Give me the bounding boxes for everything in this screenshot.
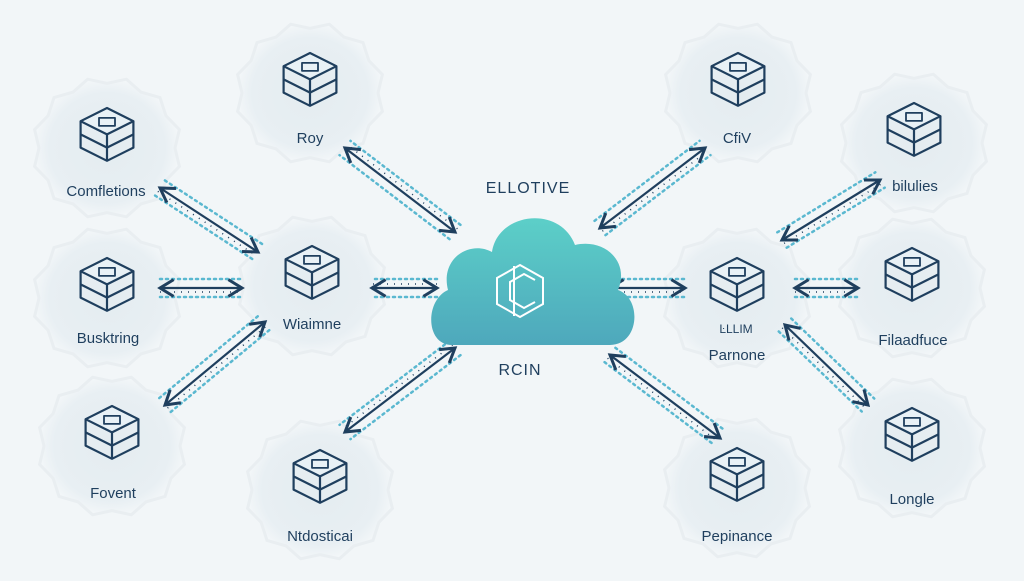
connector-dots bbox=[338, 339, 451, 427]
connector-dots bbox=[169, 327, 272, 414]
stacked-boxes-icon[interactable] bbox=[79, 106, 135, 162]
connector-fovent-wiaimne[interactable] bbox=[158, 313, 272, 414]
node-label-pepinance: Pepinance bbox=[701, 528, 773, 545]
connector-dots bbox=[338, 153, 451, 241]
arrowhead-start bbox=[162, 389, 182, 407]
cloud-shape bbox=[431, 218, 635, 345]
connector-dots-inner bbox=[157, 190, 257, 256]
connector-line bbox=[784, 324, 869, 406]
connector-line bbox=[344, 347, 456, 433]
arrowhead-start bbox=[597, 212, 617, 230]
connector-dots-inner bbox=[346, 144, 458, 230]
machine-icon[interactable] bbox=[709, 446, 765, 502]
arrowhead-end bbox=[342, 416, 362, 434]
connector-line bbox=[599, 147, 706, 229]
connector-dots bbox=[789, 317, 876, 400]
node-label-cfiv: CfiV bbox=[722, 130, 752, 147]
arrowhead-start bbox=[438, 216, 458, 234]
connector-line bbox=[164, 321, 266, 406]
node-label-busktring: Busktring bbox=[76, 330, 140, 347]
arrowhead-end bbox=[863, 178, 883, 195]
connector-line bbox=[159, 187, 259, 253]
connector-line bbox=[609, 354, 721, 439]
workstation-icon[interactable] bbox=[884, 406, 940, 462]
arrowhead-start bbox=[792, 278, 810, 298]
node-label-ntdosticai: Ntdosticai bbox=[287, 528, 353, 545]
logo-hexagon-icon bbox=[496, 263, 544, 319]
arrowhead-end bbox=[241, 236, 261, 254]
connector-line bbox=[344, 147, 456, 233]
arrowhead-start bbox=[607, 353, 627, 371]
node-label-roy: Roy bbox=[296, 130, 324, 147]
node-label-comfletions: Comfletions bbox=[66, 183, 146, 200]
server-rack-icon[interactable] bbox=[79, 256, 135, 312]
connector-dots bbox=[349, 353, 462, 441]
node-label-fovent: Fovent bbox=[90, 485, 136, 502]
arrowhead-end bbox=[703, 422, 723, 440]
connector-center-cfiv[interactable] bbox=[593, 139, 712, 237]
connector-dots bbox=[603, 360, 716, 447]
cube-box-icon[interactable] bbox=[284, 244, 340, 300]
connector-center-pepinance[interactable] bbox=[603, 346, 727, 447]
arrowhead-end bbox=[688, 146, 708, 164]
arrowhead-start bbox=[782, 323, 801, 341]
arrowhead-start bbox=[779, 225, 799, 242]
arrowhead-end bbox=[843, 278, 861, 298]
connector-dots bbox=[158, 313, 261, 400]
headset-icon[interactable] bbox=[709, 256, 765, 312]
node-label-longle: Longle bbox=[889, 491, 935, 508]
connector-dots bbox=[153, 194, 255, 261]
connector-parnone-filaadfuce[interactable] bbox=[792, 277, 861, 299]
arrowhead-start bbox=[157, 186, 177, 204]
node-sublabel-parnone: ĿLLIM bbox=[719, 322, 753, 336]
arrowhead-end bbox=[369, 278, 387, 298]
node-label-filaadfuce: Filaadfuce bbox=[878, 332, 948, 349]
connector-line bbox=[781, 179, 881, 241]
arrowhead-end bbox=[670, 278, 688, 298]
connector-center-ntdosticai[interactable] bbox=[338, 339, 462, 441]
cloud-bottom-label: RCIN bbox=[498, 362, 542, 379]
connector-center-wiaimne[interactable] bbox=[369, 277, 440, 299]
connector-busktring-wiaimne[interactable] bbox=[157, 277, 245, 299]
storage-blocks-icon[interactable] bbox=[886, 101, 942, 157]
package-box-icon[interactable] bbox=[884, 246, 940, 302]
arrowhead-end bbox=[248, 320, 268, 338]
connector-dots-inner bbox=[607, 357, 719, 442]
connector-dots bbox=[785, 186, 886, 249]
arrowhead-end bbox=[227, 278, 245, 298]
connector-dots-inner bbox=[167, 324, 269, 409]
connector-comfletions-wiaimne[interactable] bbox=[153, 179, 265, 261]
node-label-bilulies: bilulies bbox=[892, 178, 938, 195]
arrowhead-start bbox=[422, 278, 440, 298]
connector-center-roy[interactable] bbox=[338, 139, 462, 241]
stacked-servers-icon[interactable] bbox=[710, 51, 766, 107]
arrowhead-end bbox=[852, 389, 871, 407]
arrowhead-start bbox=[438, 346, 458, 364]
connector-parnone-longle[interactable] bbox=[777, 317, 876, 413]
connector-dots bbox=[349, 139, 462, 227]
central-cloud[interactable] bbox=[431, 218, 635, 345]
cloud-top-label: ELLOTIVE bbox=[485, 180, 571, 197]
circuit-board-icon[interactable] bbox=[282, 51, 338, 107]
connector-dots bbox=[593, 139, 701, 223]
connector-dots-inner bbox=[601, 150, 708, 232]
connector-dots bbox=[614, 346, 727, 433]
robot-station-icon[interactable] bbox=[84, 404, 140, 460]
connector-parnone-bilulies[interactable] bbox=[776, 171, 886, 249]
connector-dots-inner bbox=[342, 344, 454, 430]
node-label-wiaimne: Wiaimne bbox=[282, 316, 342, 333]
arrowhead-end bbox=[342, 146, 362, 164]
connector-dots bbox=[604, 153, 712, 237]
connector-dots bbox=[776, 171, 877, 234]
arrowhead-start bbox=[157, 278, 175, 298]
hex-server-icon[interactable] bbox=[292, 448, 348, 504]
node-label-parnone: Parnone bbox=[708, 347, 766, 364]
connector-dots bbox=[163, 179, 265, 246]
connector-dots bbox=[777, 330, 864, 413]
